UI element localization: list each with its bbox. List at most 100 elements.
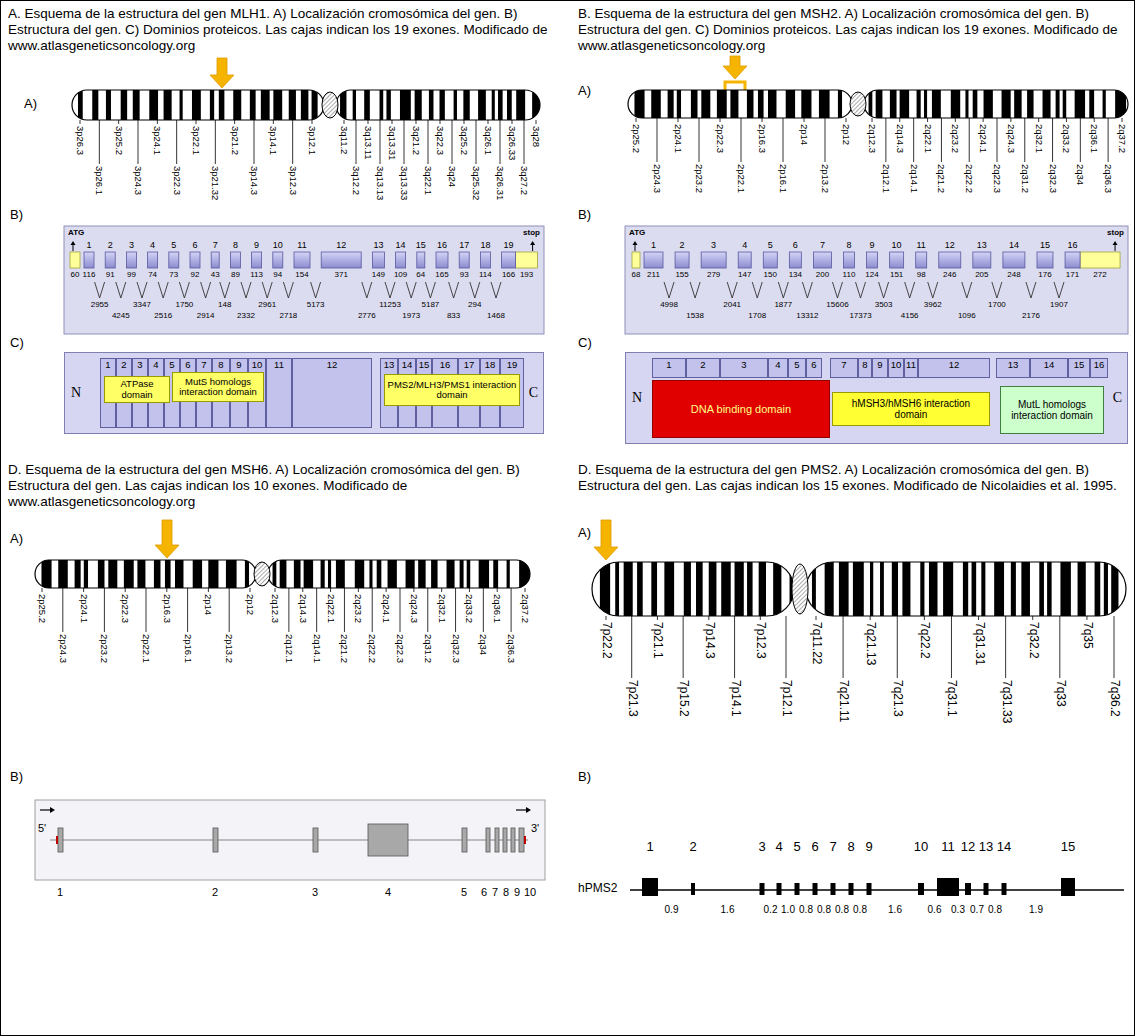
band-label: 2q21.2 [339, 634, 349, 663]
band-label: 2q34 [1075, 164, 1085, 185]
band-leader [846, 118, 847, 122]
intron-size: 1700 [988, 300, 1006, 309]
band-leader [951, 616, 952, 678]
band-label: 2q14.1 [908, 164, 918, 193]
band-label: 2q24.1 [381, 594, 391, 623]
chromosome-band [289, 90, 296, 120]
band-label: 2p25.2 [631, 124, 641, 153]
intron-mark [449, 282, 459, 298]
exon-size: 371 [335, 270, 348, 279]
exon-box [462, 828, 467, 852]
band-leader [215, 120, 216, 164]
chromosome-band [1103, 90, 1106, 118]
chromosome-bands [806, 562, 1126, 616]
exon-number: 10 [273, 240, 283, 250]
chromosome-band [1060, 562, 1070, 616]
chromosome-band [467, 560, 471, 588]
chromosome-band [250, 90, 256, 120]
band-label: 7q22.2 [918, 622, 931, 659]
band-label: 2q33.2 [1061, 124, 1071, 153]
band-leader [524, 120, 525, 164]
band-label: 2p23.2 [694, 164, 704, 193]
exon-box [58, 828, 63, 852]
band-label: 2q37.2 [520, 594, 530, 623]
chromosome-band [41, 560, 51, 588]
intron-mark [832, 282, 842, 298]
exon-box [867, 883, 872, 895]
exon-number: 7 [492, 886, 498, 899]
band-label: 3q13.11 [363, 126, 373, 160]
chromosome-band [273, 560, 277, 588]
band-leader [196, 120, 197, 124]
locus-bracket [725, 82, 745, 90]
band-label: 7q32.2 [1026, 622, 1039, 659]
exon-box [519, 828, 524, 852]
exon-segment: 11 [266, 358, 292, 428]
exon-size: 94 [273, 270, 282, 279]
chromosome-band [735, 562, 744, 616]
chromosome-band [929, 562, 938, 616]
chromosome-band [124, 560, 134, 588]
exon-number: 1 [57, 886, 63, 899]
intron-mark [179, 282, 189, 298]
chromosome-band [328, 560, 331, 588]
chromosome-band [192, 90, 201, 120]
band-label: 3q12.2 [351, 166, 361, 195]
band-label: 3p24.3 [133, 166, 143, 195]
arrow-head [1113, 241, 1118, 245]
band-leader [380, 120, 381, 164]
chromosome-band [1095, 562, 1101, 616]
exon-segment: 12 [292, 358, 372, 428]
subpanel-letter: B) [578, 770, 591, 785]
intron-size: 1.0 [781, 904, 795, 916]
exon-box [973, 252, 991, 268]
terminus-label: C [1113, 390, 1122, 405]
chromosome-band [84, 560, 88, 588]
chromosome-band [108, 560, 117, 588]
domain-name: MutL homologs interaction domain [1001, 399, 1103, 421]
segment-number: 14 [399, 360, 415, 370]
band-label: 2q22.3 [395, 634, 405, 663]
band-label: 3q22.3 [435, 126, 445, 155]
intron-mark [470, 282, 480, 298]
chromosome-band [773, 562, 781, 616]
chromosome-band [478, 90, 486, 120]
chromosome-band [825, 562, 834, 616]
exon-number: 9 [865, 840, 872, 855]
chromosome-bands [628, 90, 852, 118]
chromosome-band [932, 90, 941, 118]
exon-box [372, 252, 384, 268]
chromosome-band [965, 90, 968, 118]
band-leader [699, 118, 700, 162]
band-label: 2q22.1 [325, 594, 335, 623]
exon-box [417, 252, 425, 268]
exon-size: 99 [127, 270, 136, 279]
chromosome-band [1104, 562, 1108, 616]
band-label: 3q26.31 [495, 166, 505, 200]
band-leader [536, 120, 537, 124]
band-leader [1114, 616, 1115, 678]
band-leader [631, 616, 632, 678]
exon-number: 5 [461, 886, 467, 899]
exon-box [795, 883, 800, 895]
intron-mark [362, 282, 372, 298]
subpanel-letter: B) [578, 208, 591, 223]
intron-size: 0.9 [665, 904, 679, 916]
chromosome-band [386, 90, 390, 120]
exon-size: 110 [843, 270, 856, 279]
band-label: 2p24.1 [673, 124, 683, 153]
band-leader [125, 588, 126, 592]
band-leader [783, 118, 784, 162]
exon-number: 2 [680, 240, 685, 250]
band-label: 3q25.2 [459, 126, 469, 155]
band-label: 7q31.31 [972, 622, 985, 665]
chromosome-band [377, 560, 382, 588]
exon-segment: 13 [996, 358, 1030, 378]
band-label: 3p21.32 [210, 166, 220, 200]
band-leader [157, 120, 158, 124]
terminus-label: N [632, 390, 642, 405]
chromosome-band [668, 90, 674, 118]
band-label: 2q14.3 [298, 594, 308, 623]
exon-box [105, 252, 115, 268]
exon-box [503, 828, 507, 852]
